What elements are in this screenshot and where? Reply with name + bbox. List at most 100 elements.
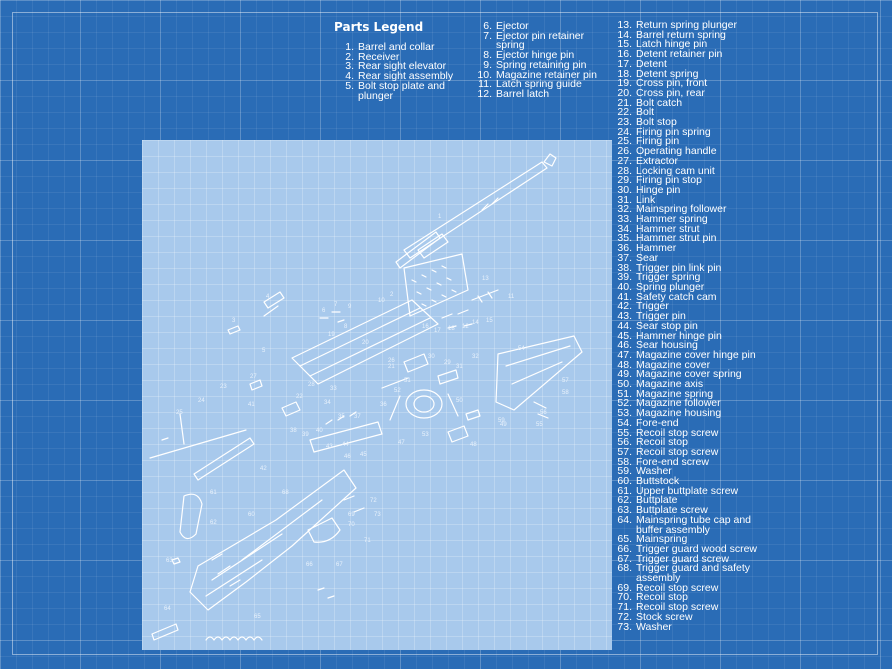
- legend-item-label: Ejector pin retainer spring: [496, 29, 585, 52]
- legend-item-label: Firing pin spring: [636, 125, 711, 138]
- callout-33: 33: [330, 386, 337, 392]
- legend-item-label: Trigger pin: [636, 310, 686, 323]
- legend-item: 24.Firing pin spring: [612, 125, 770, 138]
- legend-item: 23.Bolt stop: [612, 116, 770, 129]
- callout-56: 56: [540, 410, 547, 416]
- legend-item-label: Spring plunger: [636, 280, 705, 293]
- legend-item-number: 70.: [617, 591, 632, 604]
- legend-item-number: 7.: [483, 29, 492, 42]
- legend-item-label: Recoil stop screw: [636, 581, 719, 594]
- callout-8: 8: [344, 324, 348, 330]
- legend-item: 9.Spring retaining pin: [472, 58, 610, 71]
- legend-item: 7. Ejector pin retainer spring: [472, 29, 610, 52]
- callout-30: 30: [428, 354, 435, 360]
- legend-item: 69. Recoil stop screw: [612, 581, 770, 594]
- legend-item: 33.Hammer spring: [612, 213, 770, 226]
- legend-item-number: 49.: [617, 368, 632, 381]
- callout-40: 40: [316, 428, 323, 434]
- cooling-jacket-part: [403, 253, 469, 317]
- legend-item: 20. Cross pin, rear: [612, 86, 770, 99]
- trigger-guard-part: [307, 495, 365, 543]
- legend-item: 5.Bolt stop plate and plunger: [334, 80, 466, 101]
- callout-18: 18: [448, 326, 455, 332]
- legend-item-label: Buttplate: [636, 494, 678, 507]
- callout-57: 57: [562, 378, 569, 384]
- legend-item: 40.Spring plunger: [612, 280, 770, 293]
- callout-49: 49: [500, 422, 507, 428]
- pins-and-springs: [227, 289, 499, 335]
- legend-item: 12.Barrel latch: [472, 87, 610, 100]
- legend-item-label: Mainspring follower: [636, 203, 727, 216]
- legend-item-number: 47.: [617, 348, 632, 361]
- legend-item: 67.Trigger guard screw: [612, 554, 770, 565]
- legend-item-number: 8.: [483, 49, 492, 62]
- legend-item-label: Rear sight assembly: [358, 70, 454, 83]
- legend-item-number: 48.: [617, 358, 632, 371]
- legend-item-label: Magazine housing: [636, 407, 722, 420]
- legend-item-number: 57.: [617, 445, 632, 458]
- legend-item-number: 12.: [477, 87, 492, 100]
- legend-item-number: 54.: [617, 416, 632, 429]
- legend-item-number: 20.: [617, 86, 632, 99]
- legend-item: 13.Return spring plunger: [612, 20, 770, 31]
- legend-item-number: 23.: [617, 116, 632, 129]
- firing-pin-part: [149, 413, 255, 481]
- legend-item-label: Hammer spring: [636, 213, 708, 226]
- callout-7: 7: [334, 302, 338, 308]
- legend-item-label: Operating handle: [636, 145, 717, 158]
- callout-68: 68: [282, 490, 289, 496]
- callout-59: 59: [498, 418, 505, 424]
- legend-item-label: Recoil stop: [636, 436, 688, 449]
- legend-item-label: Recoil stop screw: [636, 426, 719, 439]
- buttstock-part: [189, 469, 357, 611]
- legend-item: 10.Magazine retainer pin: [472, 69, 610, 81]
- legend-item-number: 63.: [617, 504, 632, 517]
- legend-item: 48.Magazine cover: [612, 358, 770, 371]
- callout-24: 24: [198, 398, 205, 404]
- legend-item-label: Fore-end screw: [636, 455, 709, 468]
- legend-item-number: 17.: [617, 57, 632, 70]
- legend-item: 6.Ejector: [472, 21, 610, 32]
- legend-item-label: Recoil stop: [636, 591, 688, 604]
- callout-64: 64: [164, 606, 171, 612]
- legend-item-number: 3.: [345, 60, 354, 73]
- legend-item: 8.Ejector hinge pin: [472, 49, 610, 62]
- callout-28: 28: [308, 382, 315, 388]
- legend-item-label: Firing pin stop: [636, 174, 702, 187]
- legend-item-label: Extractor: [636, 154, 679, 167]
- legend-item: 36.Hammer: [612, 243, 770, 254]
- callout-35: 35: [338, 414, 345, 420]
- legend-item-label: Cross pin, rear: [636, 86, 705, 99]
- legend-item-number: 9.: [483, 58, 492, 71]
- callout-16: 16: [422, 324, 429, 330]
- legend-item: 21.Bolt catch: [612, 98, 770, 109]
- buttplate-part: [179, 493, 203, 540]
- callout-34: 34: [324, 400, 331, 406]
- callout-71: 71: [364, 538, 371, 544]
- legend-item: 51.Magazine spring: [612, 389, 770, 400]
- legend-item-number: 69.: [617, 581, 632, 594]
- callout-36: 36: [380, 402, 387, 408]
- legend-item: 57.Recoil stop screw: [612, 445, 770, 458]
- callout-44: 44: [342, 442, 349, 448]
- callout-19: 19: [328, 332, 335, 338]
- legend-item-label: Recoil stop screw: [636, 601, 719, 614]
- exploded-diagram-panel: 1 2 3 4 5 6 7 8 9 10 11 12 13 14 15 16 1…: [142, 140, 612, 650]
- callout-63: 63: [166, 558, 173, 564]
- legend-item: 19.Cross pin, front: [612, 78, 770, 89]
- legend-item: 18.Detent spring: [612, 68, 770, 80]
- barrel-part: [395, 153, 557, 269]
- legend-item-number: 26.: [617, 145, 632, 158]
- callout-1: 1: [438, 214, 442, 220]
- callout-43: 43: [326, 444, 333, 450]
- legend-item: 15.Latch hinge pin: [612, 39, 770, 50]
- legend-item: 4.Rear sight assembly: [334, 70, 466, 83]
- legend-item-number: 65.: [617, 533, 632, 546]
- legend-item: 22.Bolt: [612, 107, 770, 118]
- legend-item-number: 42.: [617, 300, 632, 313]
- callout-9: 9: [348, 304, 352, 310]
- legend-item: 64.Mainspring tube cap and buffer assemb…: [612, 514, 770, 535]
- legend-item: 27.Extractor: [612, 154, 770, 167]
- tube-cap-part: [151, 623, 179, 641]
- legend-item: 1.Barrel and collar: [334, 42, 466, 53]
